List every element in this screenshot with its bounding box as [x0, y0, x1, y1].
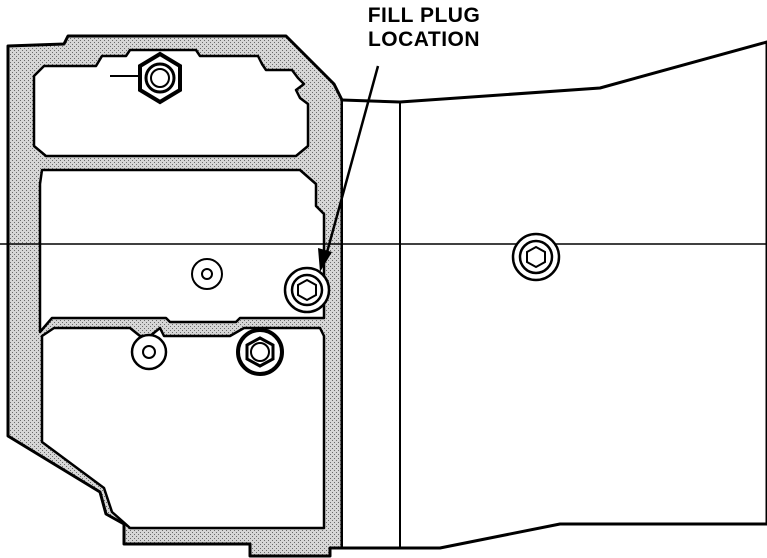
left-boss	[191, 258, 223, 290]
callout-label-line-1: FILL PLUG	[368, 4, 481, 27]
fill-plug	[283, 266, 331, 314]
upper-cavity	[32, 48, 310, 158]
drain-plug	[236, 328, 284, 376]
extension-plug	[511, 232, 561, 282]
callout-arrow	[318, 65, 380, 272]
lower-cavity	[40, 326, 326, 530]
top-plug	[110, 51, 182, 105]
lower-left-boss	[130, 333, 168, 371]
callout-label-line-2: LOCATION	[368, 28, 480, 51]
extension-housing	[341, 40, 767, 550]
middle-cavity	[38, 168, 326, 334]
